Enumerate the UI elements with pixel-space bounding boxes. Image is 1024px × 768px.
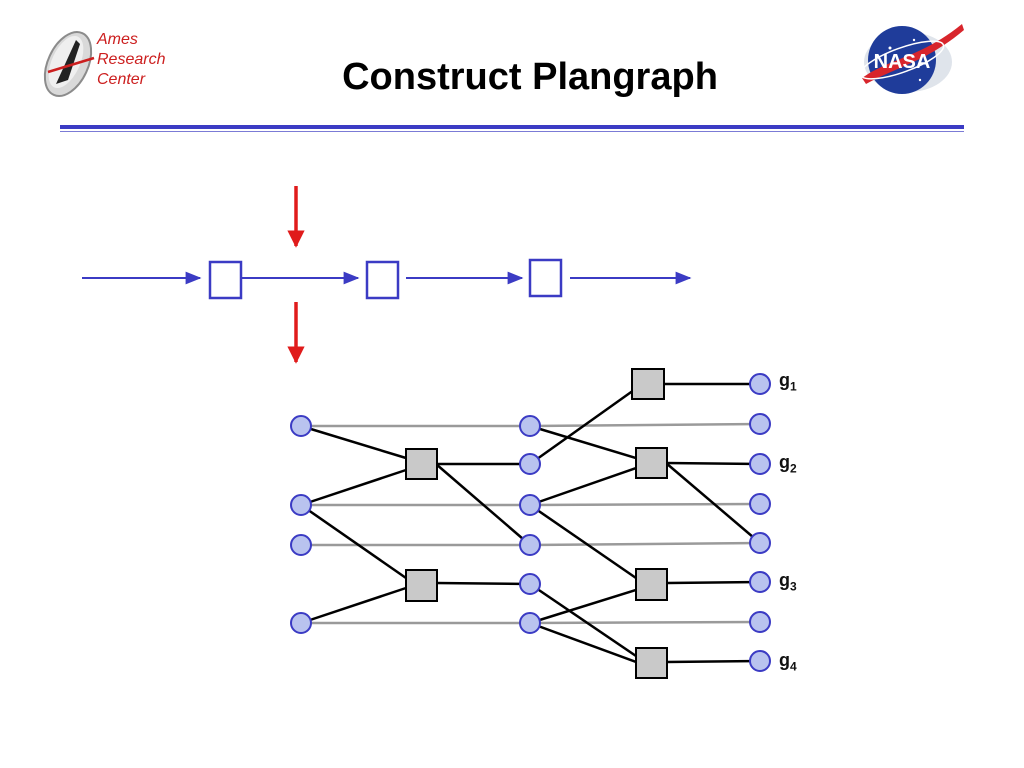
- goal-label: g1: [779, 370, 797, 394]
- edge: [665, 461, 761, 466]
- plangraph-edges: [300, 382, 761, 664]
- goal-index: 4: [790, 659, 797, 674]
- noop-line: [529, 620, 761, 625]
- edge: [529, 503, 637, 580]
- header-divider-thin: [60, 131, 964, 132]
- proposition-node: [290, 534, 312, 556]
- proposition-nodes: [290, 373, 771, 672]
- edge: [529, 466, 637, 507]
- slide-header: Ames Research Center Construct Plangraph…: [0, 0, 1024, 140]
- edge: [529, 588, 637, 625]
- ames-text-line: Research: [97, 51, 166, 68]
- page-title: Construct Plangraph: [342, 56, 718, 98]
- action-node: [635, 568, 668, 601]
- edge: [300, 586, 407, 625]
- goal-letter: g: [779, 650, 790, 670]
- goal-label: g4: [779, 650, 797, 674]
- nasa-meatball-logo-icon: NASA: [859, 24, 964, 94]
- noop-line: [529, 502, 761, 507]
- proposition-node: [519, 534, 541, 556]
- proposition-node: [519, 494, 541, 516]
- edge: [665, 462, 761, 544]
- proposition-node: [749, 611, 771, 633]
- proposition-node: [749, 373, 771, 395]
- action-node: [405, 569, 438, 602]
- goal-index: 2: [790, 461, 797, 476]
- action-node: [635, 647, 668, 679]
- proposition-node: [749, 532, 771, 554]
- edge: [529, 582, 637, 658]
- plan-sequence: [82, 258, 692, 300]
- plan-step-box: [208, 260, 243, 300]
- proposition-node: [290, 494, 312, 516]
- edge: [435, 581, 531, 586]
- edge: [667, 580, 761, 585]
- proposition-node: [290, 612, 312, 634]
- goal-label: g2: [779, 452, 797, 476]
- plan-step-box: [528, 258, 563, 298]
- goal-letter: g: [779, 452, 790, 472]
- proposition-node: [519, 573, 541, 595]
- edge: [665, 659, 761, 664]
- header-divider: [60, 125, 964, 129]
- edge: [529, 621, 637, 664]
- ames-research-center-logo-icon: [43, 31, 95, 97]
- goal-letter: g: [779, 570, 790, 590]
- edge: [435, 463, 531, 546]
- proposition-node: [519, 453, 541, 475]
- edge: [529, 424, 637, 460]
- goal-index: 1: [790, 379, 797, 394]
- proposition-node: [749, 571, 771, 593]
- goal-letter: g: [779, 370, 790, 390]
- noop-line: [529, 541, 761, 547]
- edge: [529, 388, 635, 466]
- goal-label: g3: [779, 570, 797, 594]
- edge: [300, 424, 407, 460]
- goal-index: 3: [790, 579, 797, 594]
- action-node: [631, 368, 665, 400]
- proposition-node: [519, 612, 541, 634]
- proposition-node: [749, 453, 771, 475]
- proposition-node: [519, 415, 541, 437]
- action-nodes: [405, 368, 668, 679]
- action-node: [635, 447, 668, 479]
- ames-text-line: Ames: [97, 31, 138, 48]
- proposition-node: [749, 493, 771, 515]
- edge: [300, 503, 407, 580]
- proposition-node: [749, 650, 771, 672]
- action-node: [405, 448, 438, 480]
- ames-text-line: Center: [97, 71, 146, 88]
- edge: [300, 468, 407, 507]
- proposition-node: [749, 413, 771, 435]
- proposition-node: [290, 415, 312, 437]
- noop-line: [529, 422, 761, 428]
- plan-step-box: [365, 260, 400, 300]
- ames-research-center-text: Ames Research Center: [97, 30, 165, 90]
- noop-lines: [301, 422, 761, 625]
